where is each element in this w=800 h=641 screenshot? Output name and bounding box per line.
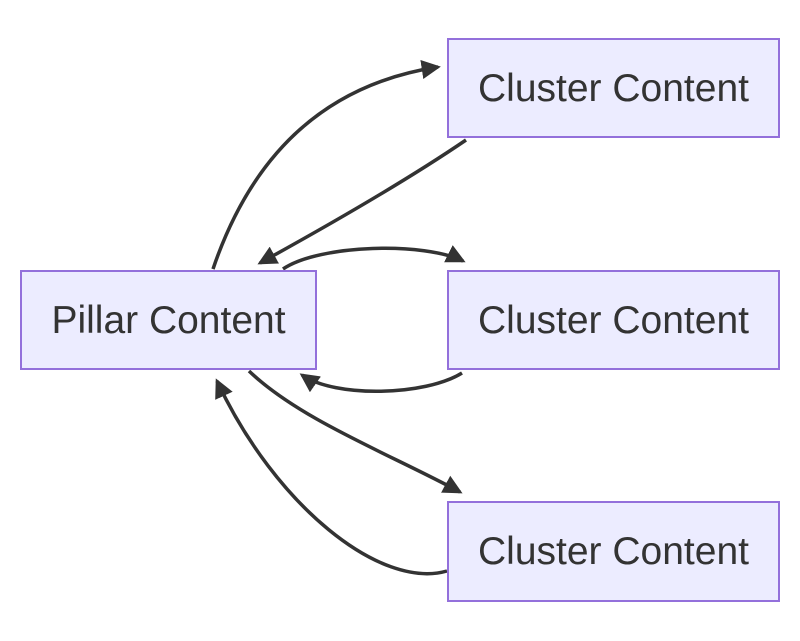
node-cluster-content-2: Cluster Content [447,270,780,370]
node-pillar-content-label: Pillar Content [51,298,286,342]
edge-cluster2-to-pillar [299,371,463,393]
node-cluster-content-1-label: Cluster Content [478,66,749,110]
edge-pillar-to-cluster2 [282,245,466,271]
node-cluster-content-3: Cluster Content [447,501,780,602]
edge-pillar-to-cluster1 [211,59,441,270]
node-pillar-content: Pillar Content [20,270,317,370]
node-cluster-content-2-label: Cluster Content [478,298,749,342]
edge-cluster3-to-pillar [215,378,448,576]
edge-pillar-to-cluster3 [247,369,463,494]
edge-cluster1-to-pillar [257,138,467,265]
node-cluster-content-3-label: Cluster Content [478,530,749,573]
node-cluster-content-1: Cluster Content [447,38,780,138]
